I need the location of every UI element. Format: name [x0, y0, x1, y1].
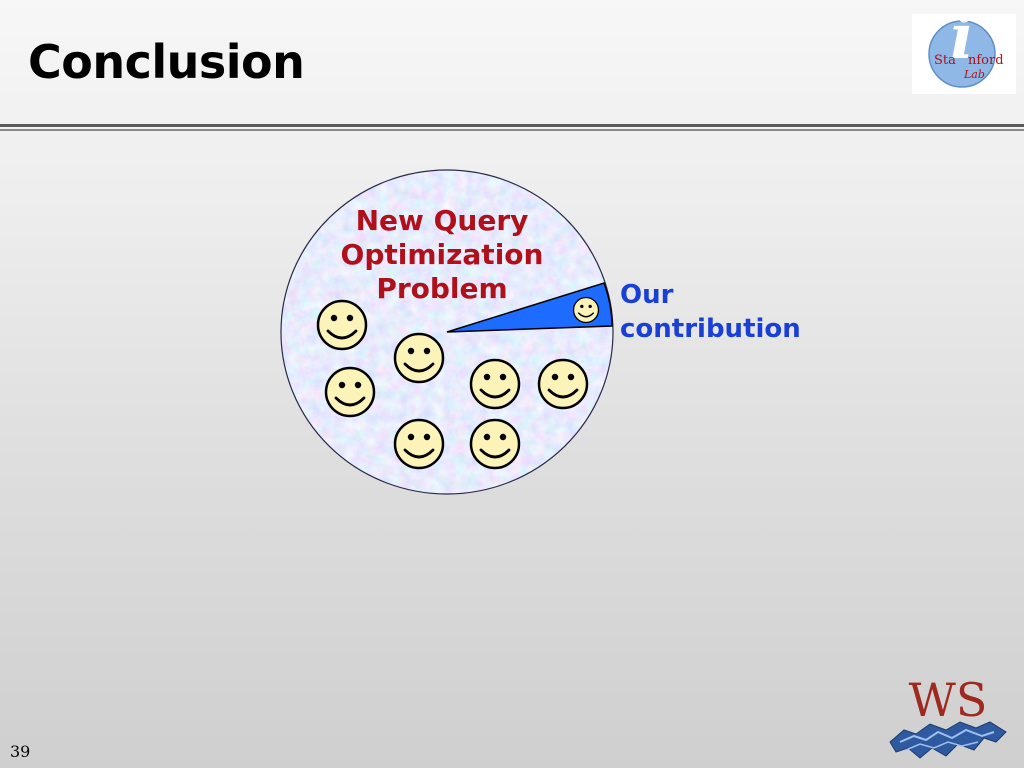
stanford-logo-text-bottom: Lab [963, 68, 985, 81]
problem-label-line: Optimization [340, 238, 544, 271]
stanford-infolab-logo: i Sta nford Lab [912, 0, 1016, 94]
problem-label-line: Problem [376, 272, 508, 305]
ws-logo: WS [886, 672, 1010, 764]
contribution-wedge [446, 282, 613, 333]
stanford-logo-letter: i [950, 14, 974, 73]
ws-logo-text: WS [909, 673, 988, 727]
smiley-face-icon [572, 296, 600, 324]
smiley-face-icon [316, 299, 368, 351]
contribution-label-line: Our [620, 280, 674, 310]
smiley-face-icon [393, 418, 445, 470]
title-divider [0, 124, 1024, 132]
page-number: 39 [10, 742, 31, 761]
stanford-logo-text-right: nford [968, 53, 1004, 68]
smiley-face-icon [537, 358, 589, 410]
smiley-face-icon [469, 418, 521, 470]
stanford-logo-text-left: Sta [934, 53, 956, 68]
problem-label-line: New Query [355, 204, 529, 237]
problem-label: New Query Optimization Problem [320, 204, 564, 306]
slide-title: Conclusion [28, 35, 305, 89]
contribution-label-line: contribution [620, 314, 801, 344]
contribution-label: Our contribution [620, 278, 801, 346]
smiley-face-icon [469, 358, 521, 410]
smiley-face-icon [393, 332, 445, 384]
smiley-face-icon [324, 366, 376, 418]
